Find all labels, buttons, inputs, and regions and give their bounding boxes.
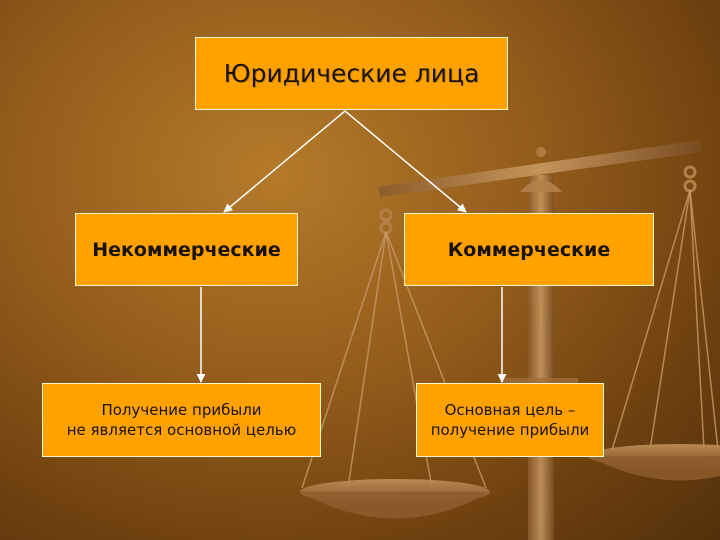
node-noncommercial-goal-label: Получение прибыли не является основной ц… [66,401,297,439]
node-legal-entities-label: Юридические лица [223,59,480,88]
node-commercial: Коммерческие [404,213,654,286]
node-noncommercial-goal: Получение прибыли не является основной ц… [42,383,321,457]
arrow-root-to-commercial [344,110,467,213]
scale-beam [378,140,702,197]
arrow-root-to-noncommercial [223,110,346,213]
node-commercial-goal: Основная цель – получение прибыли [416,383,604,457]
node-noncommercial: Некоммерческие [75,213,298,286]
node-commercial-goal-label: Основная цель – получение прибыли [430,401,590,439]
node-commercial-label: Коммерческие [447,238,611,261]
node-noncommercial-label: Некоммерческие [92,238,281,261]
scale-post-base [500,378,578,386]
scale-pivot [520,180,562,192]
node-legal-entities: Юридические лица [195,37,508,110]
